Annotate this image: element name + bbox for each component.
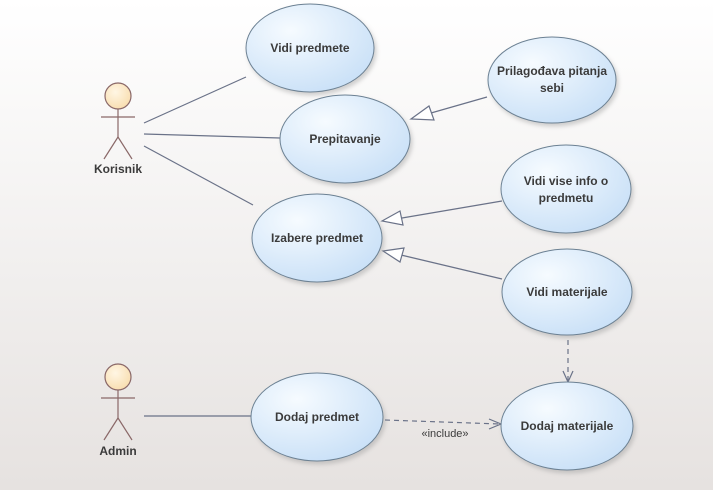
actor-head-icon xyxy=(104,363,132,391)
use-case-label: predmetu xyxy=(539,191,594,205)
use-case-dodaj-materijale[interactable] xyxy=(500,381,634,471)
use-case-label: Dodaj materijale xyxy=(521,419,614,433)
use-case-label: Izabere predmet xyxy=(271,231,363,245)
assoc-korisnik-vidi-predmete[interactable] xyxy=(143,76,247,124)
use-case-label: Vidi materijale xyxy=(526,285,607,299)
use-case-label: Vidi predmete xyxy=(270,41,349,55)
use-case-vidi-predmete[interactable] xyxy=(245,3,375,93)
gen-prilagodava-prepitavanje[interactable] xyxy=(409,96,488,121)
use-case-label: Prepitavanje xyxy=(309,132,381,146)
assoc-korisnik-prepitavanje[interactable] xyxy=(143,133,281,139)
generalizations xyxy=(380,96,503,280)
dep-vidi-materijale-dodaj-materijale[interactable] xyxy=(562,340,574,384)
use-case-label: Vidi vise info o xyxy=(524,174,608,188)
associations xyxy=(143,76,281,417)
gen-vidi-materijale-izabere[interactable] xyxy=(381,247,503,280)
use-case-vidi-vise-info[interactable] xyxy=(500,144,632,234)
include-label: «include» xyxy=(421,428,468,440)
assoc-korisnik-izabere-predmet[interactable] xyxy=(143,145,254,206)
use-case-vidi-materijale[interactable] xyxy=(501,248,633,336)
use-case-prepitavanje[interactable] xyxy=(279,94,411,184)
use-case-izabere-predmet[interactable] xyxy=(251,193,383,283)
actor-korisnik[interactable] xyxy=(101,82,135,160)
actor-label-korisnik: Korisnik xyxy=(94,162,142,176)
actor-admin[interactable] xyxy=(101,363,135,441)
use-case-prilagodava-pitanja[interactable] xyxy=(487,36,617,124)
use-case-label: Dodaj predmet xyxy=(275,410,359,424)
use-case-label: sebi xyxy=(540,81,564,95)
actor-label-admin: Admin xyxy=(99,444,136,458)
use-case-dodaj-predmet[interactable] xyxy=(250,372,384,462)
use-case-label: Prilagođava pitanja xyxy=(497,64,607,78)
gen-vidi-vise-izabere[interactable] xyxy=(380,200,503,226)
actor-head-icon xyxy=(104,82,132,110)
